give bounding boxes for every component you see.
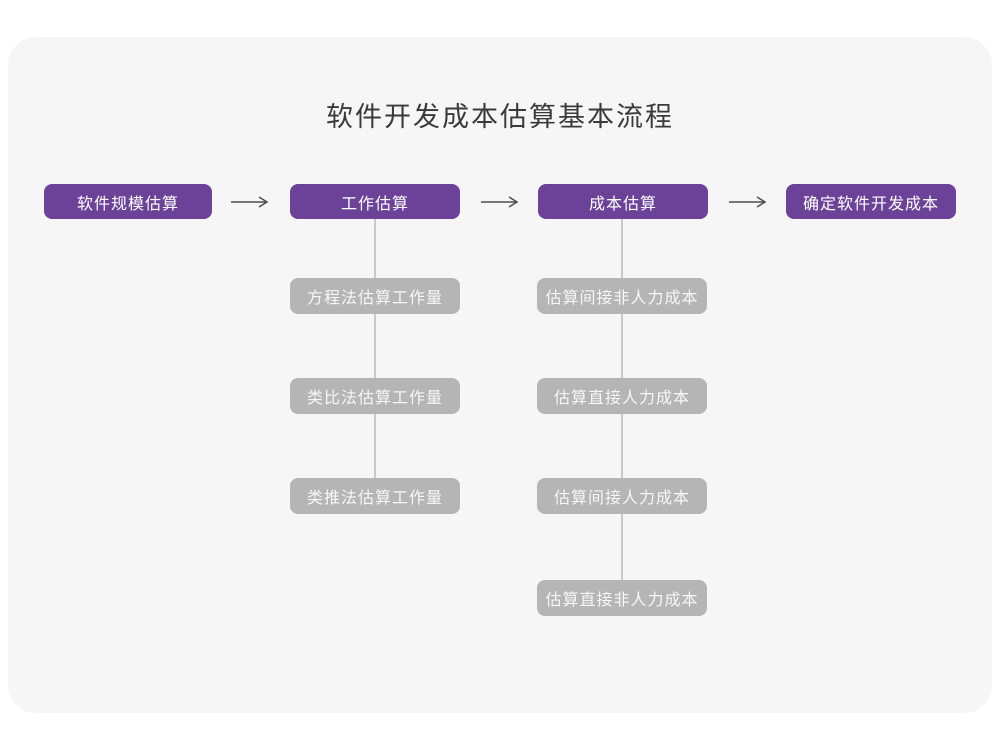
sub-node-extrapolation-method: 类推法估算工作量	[290, 478, 460, 514]
sub-node-direct-labor-cost: 估算直接人力成本	[537, 378, 707, 414]
sub-node-analogy-method: 类比法估算工作量	[290, 378, 460, 414]
flow-node-cost-estimation: 成本估算	[538, 184, 708, 219]
diagram-canvas: 软件开发成本估算基本流程 软件规模估算 工作估算 成本估算 确定软件开发成本 方…	[8, 37, 992, 713]
flow-node-work-estimation: 工作估算	[290, 184, 460, 219]
sub-node-indirect-nonlabor-cost: 估算间接非人力成本	[537, 278, 707, 314]
right-arrow-icon	[230, 196, 270, 208]
right-arrow-icon	[728, 196, 768, 208]
sub-node-equation-method: 方程法估算工作量	[290, 278, 460, 314]
sub-node-direct-nonlabor-cost: 估算直接非人力成本	[537, 580, 707, 616]
flow-node-determine-dev-cost: 确定软件开发成本	[786, 184, 956, 219]
flow-node-software-scale-estimation: 软件规模估算	[44, 184, 212, 219]
diagram-title: 软件开发成本估算基本流程	[326, 102, 674, 132]
sub-node-indirect-labor-cost: 估算间接人力成本	[537, 478, 707, 514]
right-arrow-icon	[480, 196, 520, 208]
work-estimation-connector-line	[374, 219, 376, 481]
